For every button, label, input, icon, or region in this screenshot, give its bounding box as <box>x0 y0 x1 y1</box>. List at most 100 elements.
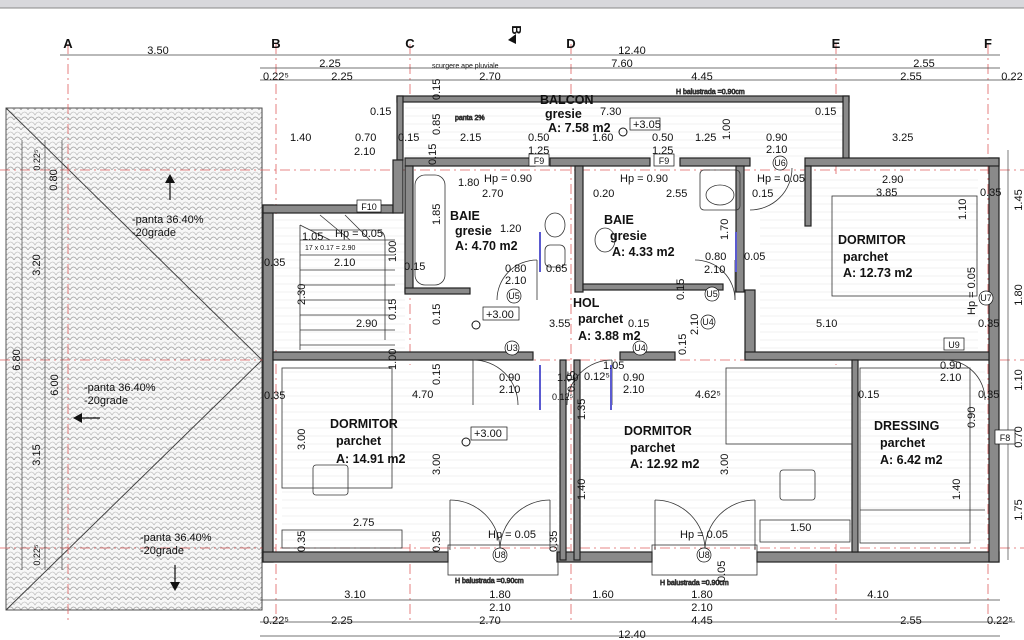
bath-fixtures <box>281 169 985 549</box>
plan-label: BALCON <box>540 93 593 107</box>
plan-label: 0.85 <box>431 114 443 135</box>
plan-label: 0.15 <box>404 261 425 273</box>
plan-label: 0.15 <box>566 371 578 392</box>
plan-label: 2.10 <box>766 144 787 156</box>
plan-label: 0.22⁵ <box>32 544 42 566</box>
plan-label: 1.25 <box>652 145 673 157</box>
window-tags: F9 F9 F10 F8 <box>356 153 1016 445</box>
plan-label: 1.85 <box>431 204 443 225</box>
plan-label: 2.15 <box>460 132 481 144</box>
plan-label: 1.80 <box>691 589 712 601</box>
plan-label: F9 <box>534 156 545 166</box>
plan-label: 0.35 <box>264 390 285 402</box>
plan-label: 0.90 <box>766 132 787 144</box>
plan-label: F10 <box>361 202 377 212</box>
plan-label: 0.15 <box>752 188 773 200</box>
column-label-e: E <box>832 36 841 51</box>
plan-label: H balustrada =0.90cm <box>676 89 745 96</box>
plan-label: 0.12⁵ <box>552 392 574 402</box>
plan-label: 3.25 <box>892 132 913 144</box>
bottom-dimensions: 3.10 1.80 1.60 1.80 4.10 2.10 2.10 0.22⁵… <box>260 589 1015 640</box>
plan-label: 2.55 <box>900 615 921 627</box>
section-mark-label: B <box>509 25 524 34</box>
plan-label: 0.15 <box>858 389 879 401</box>
plan-label: parchet <box>880 436 926 450</box>
plan-label: 1.25 <box>695 132 716 144</box>
plan-label: F9 <box>659 156 670 166</box>
plan-label: 1.80 <box>1013 284 1024 305</box>
plan-label: 0.15 <box>677 334 689 355</box>
door-highlights <box>539 232 737 410</box>
plan-label: BAIE <box>604 213 634 227</box>
door-swings <box>449 167 986 551</box>
plan-label: 1.40 <box>576 479 588 500</box>
plan-label: 0.15 <box>628 318 649 330</box>
plan-label: 1.00 <box>387 349 399 370</box>
plan-label: 5.10 <box>816 318 837 330</box>
roof-arrow-down-icon <box>170 582 180 591</box>
column-labels: A B C D E F B <box>63 25 992 51</box>
plan-label: 1.00 <box>387 241 399 262</box>
room-labels: BALCON gresie A: 7.58 m2 BAIE gresie A: … <box>330 93 943 471</box>
plan-label: 0.80 <box>705 251 726 263</box>
plan-label: A: 12.92 m2 <box>630 457 700 471</box>
plan-label: 4.45 <box>691 615 712 627</box>
plan-label: 0.20 <box>593 188 614 200</box>
top-frame <box>0 0 1024 8</box>
plan-label: H balustrada =0.90cm <box>455 578 524 585</box>
plan-label: 3.50 <box>147 45 168 57</box>
plan-label: 0.15 <box>815 106 836 118</box>
roof-pitch-labels: -panta 36.40% -20grade -panta 36.40% -20… <box>73 174 212 591</box>
plan-label: 12.40 <box>618 45 646 57</box>
plan-label: 4.10 <box>867 589 888 601</box>
room-balcon: BALCON gresie A: 7.58 m2 <box>540 93 611 135</box>
plan-label: 1.05 <box>302 231 323 243</box>
plan-label: -20grade <box>132 227 176 239</box>
plan-label: -20grade <box>140 545 184 557</box>
plan-label: 2.10 <box>704 264 725 276</box>
plan-label: U5 <box>508 291 520 301</box>
plan-label: U5 <box>706 289 718 299</box>
plan-label: 0.35 <box>548 531 560 552</box>
plan-label: U4 <box>634 343 646 353</box>
plan-label: 2.55 <box>666 188 687 200</box>
plan-label: 2.10 <box>691 602 712 614</box>
plan-label: -panta 36.40% <box>84 382 156 394</box>
plan-label: 0.22⁵ <box>263 615 289 627</box>
plan-label: 3.85 <box>876 187 897 199</box>
plan-label: 0.80 <box>48 169 60 190</box>
plan-label: 1.05 <box>603 360 624 372</box>
plan-label: 0.35 <box>431 531 443 552</box>
plan-label: DORMITOR <box>624 424 692 438</box>
plan-label: U9 <box>948 340 960 350</box>
plan-label: -20grade <box>84 395 128 407</box>
plan-label: 0.15 <box>370 106 391 118</box>
plan-label: 2.10 <box>499 384 520 396</box>
plan-label: 1.80 <box>458 177 479 189</box>
plan-label: 0.70 <box>355 132 376 144</box>
plan-label: 1.45 <box>1013 189 1024 210</box>
plan-label: 1.40 <box>951 479 963 500</box>
plan-label: 0.22⁵ <box>987 615 1013 627</box>
plan-label: 0.15 <box>431 364 443 385</box>
plan-label: 0.35 <box>296 531 308 552</box>
plan-label: U3 <box>506 343 518 353</box>
plan-label: 4.70 <box>412 389 433 401</box>
plan-label: A: 3.88 m2 <box>578 329 641 343</box>
plan-label: 2.75 <box>353 517 374 529</box>
plan-label: Hp = 0.05 <box>488 529 536 541</box>
plan-label: 2.10 <box>489 602 510 614</box>
plan-label: H balustrada =0.90cm <box>660 580 729 587</box>
plan-label: 2.10 <box>940 372 961 384</box>
plan-label: 0.70 <box>1013 426 1024 447</box>
plan-label: +3.00 <box>474 428 502 440</box>
plan-label: BAIE <box>450 209 480 223</box>
plan-label: 0.90 <box>623 372 644 384</box>
plan-label: 1.60 <box>592 132 613 144</box>
roof-arrow-up-icon <box>165 174 175 183</box>
plan-label: 2.10 <box>689 314 701 335</box>
room-dressing: DRESSING parchet A: 6.42 m2 <box>874 419 943 467</box>
plan-label: 3.55 <box>549 318 570 330</box>
plan-label: 2.10 <box>505 275 526 287</box>
plan-label: 7.60 <box>611 58 632 70</box>
